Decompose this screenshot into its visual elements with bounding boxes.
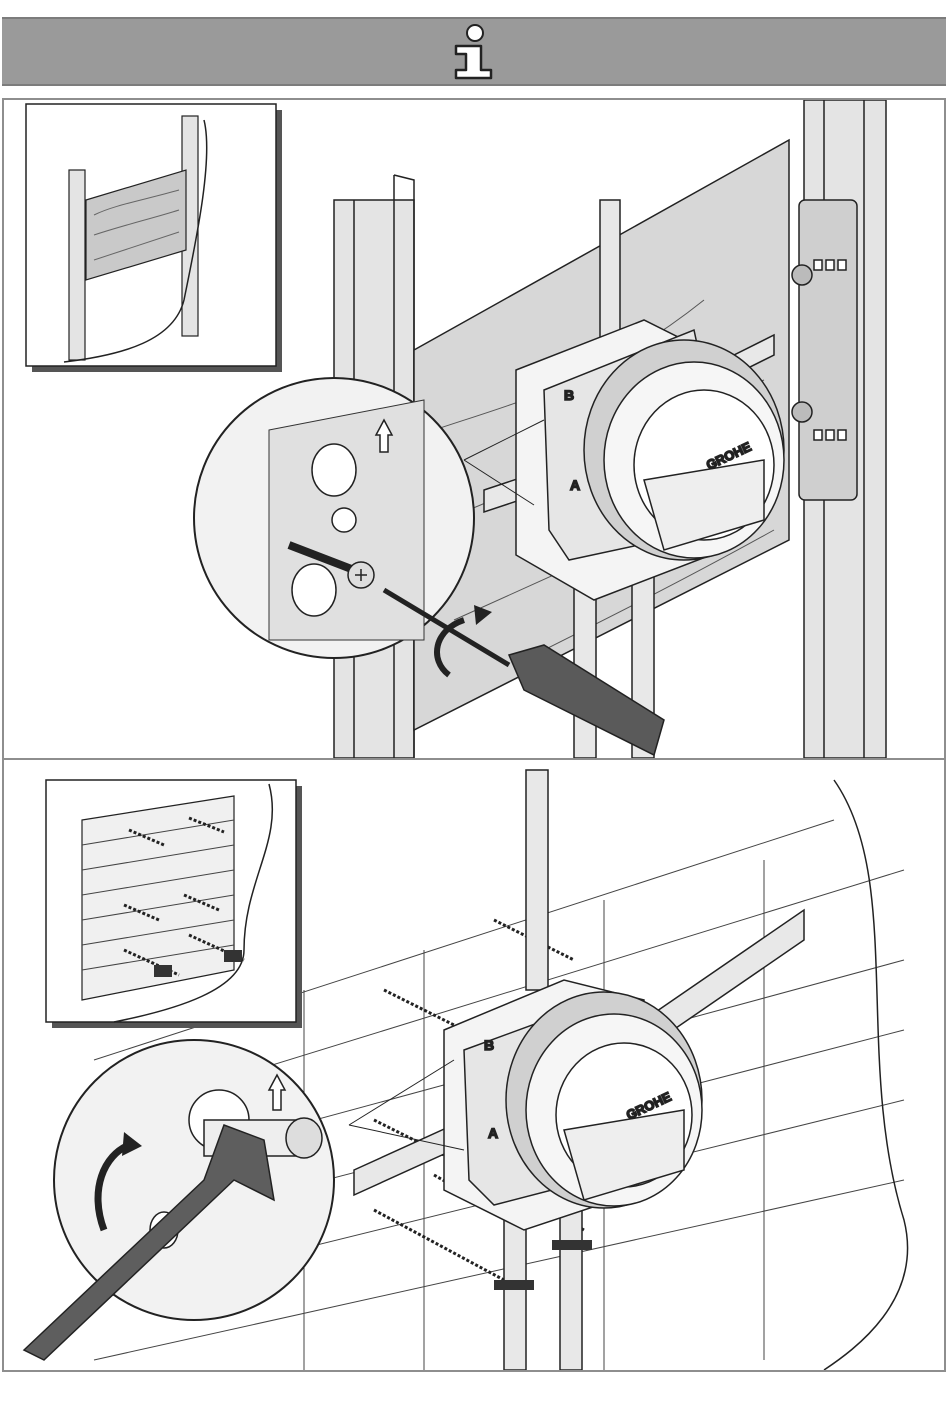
svg-text:B: B: [484, 1037, 494, 1053]
svg-text:A: A: [488, 1125, 498, 1141]
svg-text:A: A: [570, 477, 580, 493]
bottom-installation-panel: GROHE B A: [2, 758, 946, 1372]
wrench-detail-magnifier: [24, 1040, 334, 1360]
inset-masonry-wall: [46, 780, 302, 1028]
svg-text:B: B: [564, 387, 574, 403]
inset-stud-wall: [26, 104, 282, 372]
top-installation-panel: GROHE B A: [2, 98, 946, 760]
info-icon: [448, 24, 500, 80]
mounting-bracket: [792, 200, 857, 500]
